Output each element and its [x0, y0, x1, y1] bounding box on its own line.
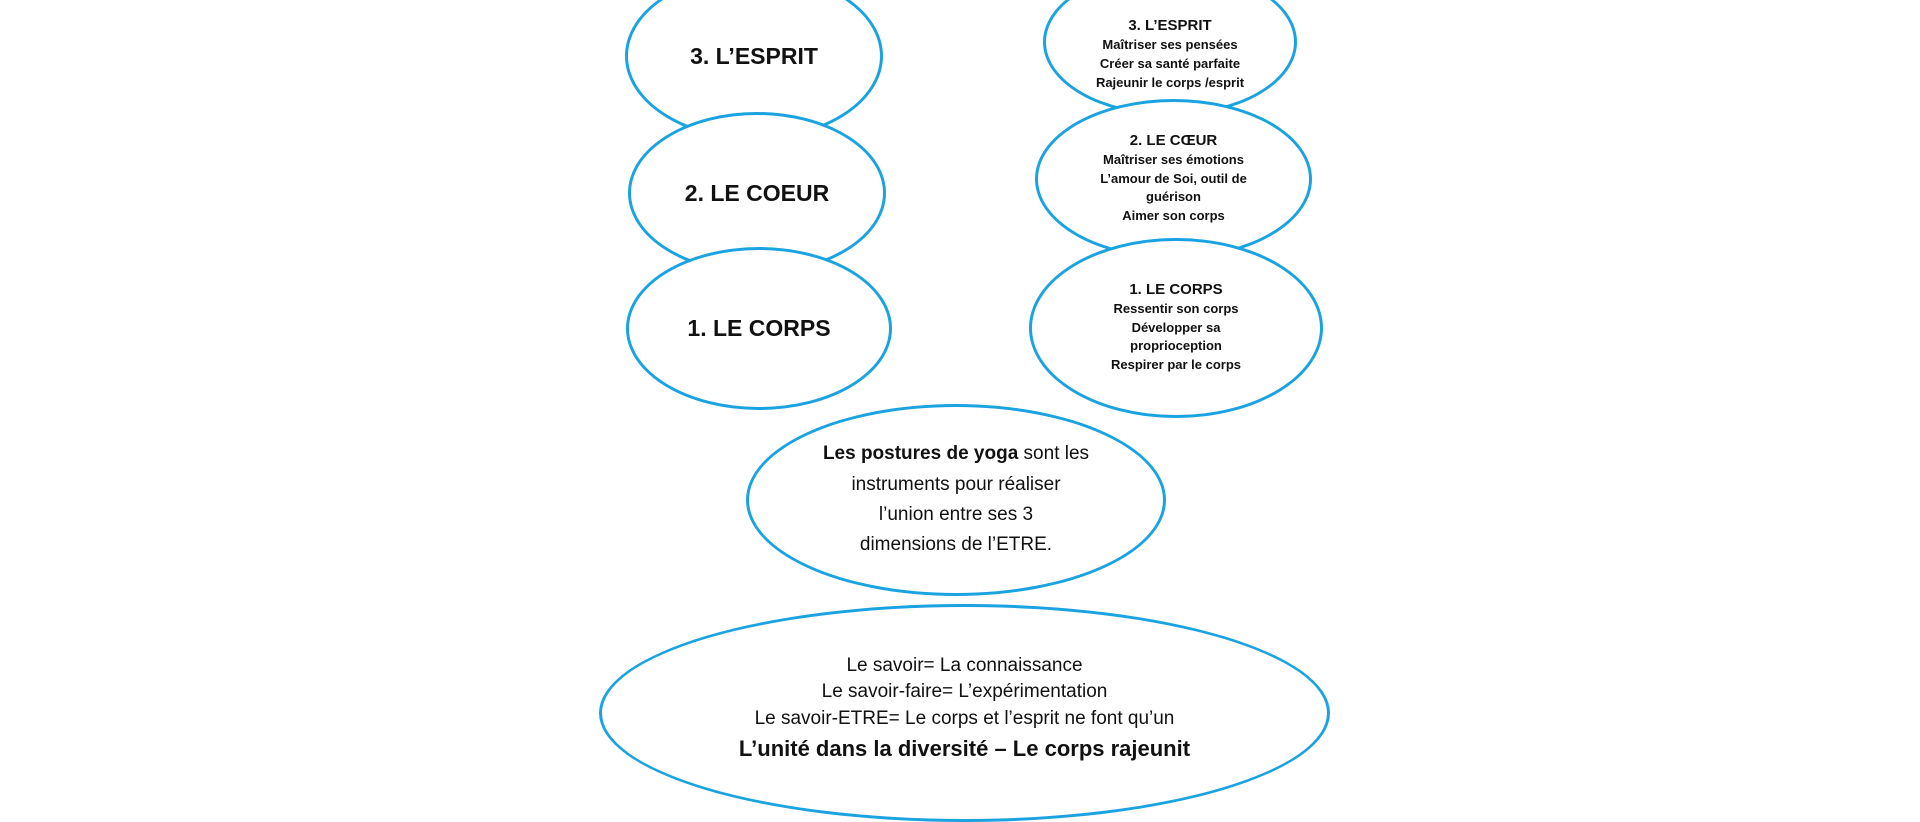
right-oval-coeur: 2. LE CŒUR Maîtriser ses émotions L’amou…	[1035, 99, 1312, 259]
middle-oval-bold-start: Les postures de yoga	[822, 443, 1019, 465]
bottom-oval-savoir: Le savoir= La connaissance Le savoir-fai…	[599, 604, 1330, 822]
middle-oval-line-2: instruments pour réaliser	[851, 473, 1061, 495]
bottom-oval-line-3: Le savoir-ETRE= Le corps et l’esprit ne …	[754, 707, 1175, 729]
right-oval-coeur-line-4: Aimer son corps	[1122, 208, 1225, 224]
middle-oval-yoga-postures: Les postures de yoga sont les instrument…	[746, 404, 1166, 596]
right-oval-coeur-line-3: guérison	[1146, 189, 1201, 205]
right-oval-corps-line-2: Développer sa	[1131, 319, 1221, 335]
middle-oval-line-4: dimensions de l’ETRE.	[859, 534, 1053, 556]
middle-oval-line-1-rest: sont les	[1018, 443, 1090, 465]
right-oval-coeur-title: 2. LE CŒUR	[1129, 131, 1218, 149]
bottom-oval-line-2: Le savoir-faire= L’expérimentation	[821, 681, 1108, 703]
right-oval-corps: 1. LE CORPS Ressentir son corps Développ…	[1029, 238, 1323, 418]
bottom-oval-line-4: L’unité dans la diversité – Le corps raj…	[738, 736, 1191, 762]
middle-oval-line-1: Les postures de yoga sont les	[823, 439, 1089, 469]
right-oval-corps-line-3: proprioception	[1130, 338, 1222, 354]
right-oval-corps-line-4: Respirer par le corps	[1110, 357, 1242, 373]
bottom-oval-line-1: Le savoir= La connaissance	[846, 654, 1083, 676]
right-oval-esprit-title: 3. L’ESPRIT	[1128, 17, 1212, 35]
right-oval-esprit-line-2: Créer sa santé parfaite	[1099, 55, 1241, 71]
left-oval-corps: 1. LE CORPS	[626, 247, 892, 410]
middle-oval-line-3: l’union entre ses 3	[878, 504, 1034, 525]
left-oval-coeur-label: 2. LE COEUR	[684, 179, 830, 206]
right-oval-corps-line-1: Ressentir son corps	[1113, 300, 1239, 316]
left-oval-corps-label: 1. LE CORPS	[687, 315, 831, 341]
left-oval-esprit-label: 3. L’ESPRIT	[690, 42, 818, 69]
right-oval-esprit-line-3: Rajeunir le corps /esprit	[1095, 74, 1245, 90]
right-oval-coeur-line-1: Maîtriser ses émotions	[1103, 151, 1244, 167]
right-oval-esprit-line-1: Maîtriser ses pensées	[1102, 37, 1238, 53]
right-oval-coeur-line-2: L’amour de Soi, outil de	[1100, 170, 1247, 186]
right-oval-corps-title: 1. LE CORPS	[1129, 280, 1223, 298]
